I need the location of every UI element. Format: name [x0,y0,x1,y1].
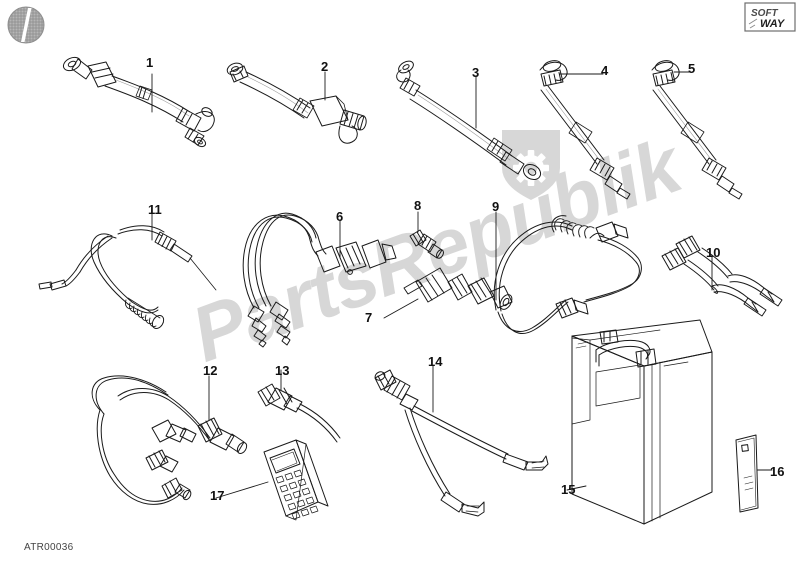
part-9-coiled-test-lead [493,211,642,334]
callout-12[interactable]: 12 [203,363,218,378]
callout-16[interactable]: 16 [770,464,785,479]
part-1-brake-hose-assembly [62,56,215,148]
part-11-probe-lead [38,213,217,330]
callout-8[interactable]: 8 [414,198,422,213]
callout-1[interactable]: 1 [146,55,154,70]
callout-5[interactable]: 5 [688,61,696,76]
callout-3[interactable]: 3 [472,65,480,80]
part-15-carrying-case [566,319,713,525]
callout-4[interactable]: 4 [601,63,609,78]
part-10-alligator-clip-leads [661,235,783,317]
part-7-adapter-connector [383,267,513,319]
part-14-y-split-cable [374,365,549,517]
callout-6[interactable]: 6 [336,209,344,224]
callout-10[interactable]: 10 [706,245,721,260]
callout-15[interactable]: 15 [561,482,576,497]
part-12-twin-connector-harness [91,375,248,505]
part-5-pressure-test-hose [651,60,743,200]
part-2-brake-hose-assembly [226,62,367,144]
callout-2[interactable]: 2 [321,59,329,74]
callout-17[interactable]: 17 [210,488,225,503]
softway-logo-line2: WAY [760,18,786,30]
callout-9[interactable]: 9 [492,199,500,214]
callout-7[interactable]: 7 [365,310,373,325]
softway-logo-line1: SOFT [751,8,779,19]
part-3-brake-hose-assembly [396,60,542,181]
callout-11[interactable]: 11 [148,202,162,217]
callout-13[interactable]: 13 [275,363,290,378]
diagram-code-label: ATR00036 [24,542,74,553]
part-13-tester-interface-cable [257,369,341,443]
callout-14[interactable]: 14 [428,354,443,369]
part-17-handheld-diagnostic-tester [215,439,329,521]
part-8-adapter-nipple [409,211,444,259]
softway-logo: SOFT WAY [744,2,796,32]
part-4-pressure-test-hose [539,60,631,200]
part-16-memory-card-module [735,434,773,513]
manufacturer-roundel-logo [7,6,45,44]
part-6-multi-lead-test-cable [242,212,397,348]
